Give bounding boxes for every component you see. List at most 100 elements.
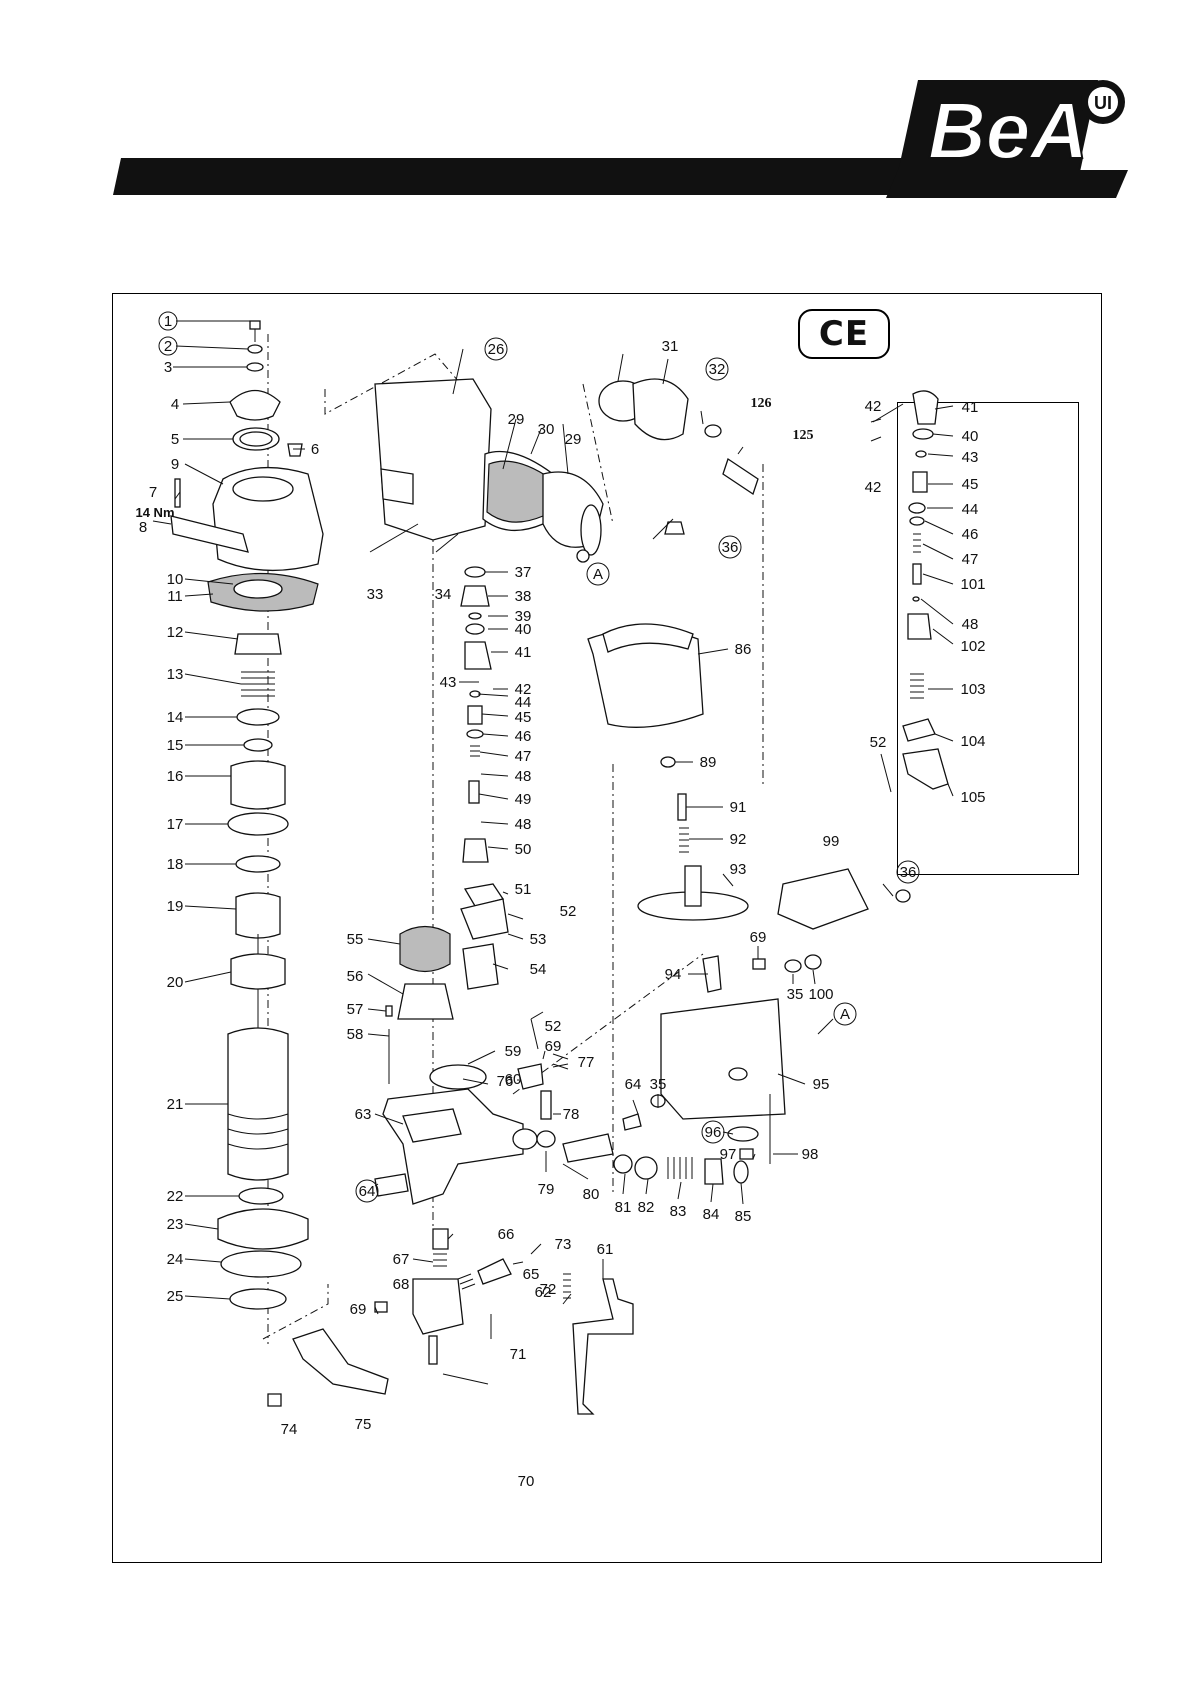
part-57-ring bbox=[385, 1005, 393, 1017]
callout-65: 65 bbox=[523, 1266, 540, 1283]
callout-6: 6 bbox=[311, 441, 319, 458]
part-36-nut bbox=[664, 521, 685, 535]
callout-69: 69 bbox=[350, 1301, 367, 1318]
part-59-o-ring bbox=[429, 1064, 487, 1090]
callout-64b: 64 bbox=[625, 1076, 642, 1093]
callout-31: 31 bbox=[662, 338, 679, 355]
callout-12: 12 bbox=[167, 624, 184, 641]
part-37-o-ring bbox=[464, 566, 486, 578]
part-36b-nut bbox=[895, 889, 911, 903]
inset-callout-48: 48 bbox=[962, 616, 979, 633]
inset-callout-105: 105 bbox=[960, 789, 985, 806]
part-54-trigger-base bbox=[462, 943, 499, 990]
callout-96: 96 bbox=[705, 1124, 722, 1141]
part-63-bolt bbox=[402, 1108, 462, 1143]
exploded-parts-diagram: CE bbox=[112, 293, 1102, 1563]
header-band bbox=[113, 158, 1083, 195]
callout-26: 26 bbox=[488, 341, 505, 358]
part-34-pin bbox=[435, 533, 459, 553]
inset-part-45 bbox=[912, 471, 928, 493]
part-100-nut bbox=[804, 954, 822, 970]
callout-60: 60 bbox=[505, 1071, 522, 1088]
callout-10: 10 bbox=[167, 571, 184, 588]
part-18-o-ring bbox=[235, 855, 281, 873]
part-69b-nut bbox=[752, 958, 766, 970]
callout-23: 23 bbox=[167, 1216, 184, 1233]
part-64-screw bbox=[374, 1173, 409, 1197]
inset-part-101 bbox=[912, 563, 922, 585]
callout-35b: 35 bbox=[787, 986, 804, 1003]
inset-callout-104: 104 bbox=[960, 733, 985, 750]
part-47-spring bbox=[470, 745, 480, 757]
part-77-spring bbox=[552, 1053, 569, 1070]
callout-70-label: 70 bbox=[518, 1473, 535, 1490]
part-96-bracket bbox=[727, 1126, 759, 1142]
ce-mark: CE bbox=[798, 309, 890, 359]
callout-85: 85 bbox=[735, 1208, 752, 1225]
part-6-plug bbox=[287, 443, 303, 457]
brand-badge: UI bbox=[1094, 93, 1112, 113]
callout-5: 5 bbox=[171, 431, 179, 448]
part-3-o-ring bbox=[246, 362, 264, 372]
part-17-o-ring bbox=[227, 812, 289, 836]
callout-22: 22 bbox=[167, 1188, 184, 1205]
part-92-spring bbox=[679, 827, 689, 853]
callout-13: 13 bbox=[167, 666, 184, 683]
part-32-end-cap bbox=[632, 378, 689, 441]
part-15-ring bbox=[243, 738, 273, 752]
reference-marker-a2: A bbox=[840, 1006, 850, 1023]
part-91-pin bbox=[677, 793, 687, 821]
callout-100: 100 bbox=[808, 986, 833, 1003]
inset-callout-101: 101 bbox=[960, 576, 985, 593]
callout-126: 126 bbox=[751, 396, 772, 411]
callout-4: 4 bbox=[171, 396, 179, 413]
callout-51: 51 bbox=[515, 881, 532, 898]
part-2-washer bbox=[247, 344, 263, 354]
callout-48b: 48 bbox=[515, 816, 532, 833]
part-81-o-ring bbox=[613, 1154, 633, 1174]
part-66-pin bbox=[432, 1228, 449, 1250]
part-99-magazine-cover bbox=[777, 868, 869, 930]
part-41-valve-body bbox=[464, 641, 492, 670]
callout-36: 36 bbox=[722, 539, 739, 556]
part-39-o-ring bbox=[468, 612, 482, 620]
callout-89: 89 bbox=[700, 754, 717, 771]
diagram-drawing: 1 2 3 4 5 6 7 14 Nm 8 9 10 11 12 13 14 1… bbox=[135, 311, 986, 1490]
part-14-o-ring bbox=[236, 708, 280, 726]
part-26-housing bbox=[374, 378, 492, 541]
callout-2: 2 bbox=[164, 338, 172, 355]
callout-76: 76 bbox=[497, 1073, 514, 1090]
callout-79: 79 bbox=[538, 1181, 555, 1198]
callout-74: 74 bbox=[281, 1421, 298, 1438]
callout-48: 48 bbox=[515, 768, 532, 785]
part-20-bumper bbox=[230, 953, 286, 990]
part-22-o-ring bbox=[238, 1187, 284, 1205]
callout-19: 19 bbox=[167, 898, 184, 915]
callout-80: 80 bbox=[583, 1186, 600, 1203]
callout-59: 59 bbox=[505, 1043, 522, 1060]
inset-part-52 bbox=[880, 753, 892, 793]
callout-9: 9 bbox=[171, 456, 179, 473]
part-46-o-ring bbox=[466, 729, 484, 739]
callout-83: 83 bbox=[670, 1203, 687, 1220]
part-4-cap bbox=[229, 389, 281, 421]
inset-part-105 bbox=[902, 748, 949, 790]
part-73-lever bbox=[477, 1258, 512, 1285]
callout-52: 52 bbox=[560, 903, 577, 920]
callout-3: 3 bbox=[164, 359, 172, 376]
callout-93: 93 bbox=[730, 861, 747, 878]
callout-11: 11 bbox=[167, 588, 183, 605]
part-78-pin bbox=[540, 1090, 552, 1120]
callout-46: 46 bbox=[515, 728, 532, 745]
part-23-bumper-seat bbox=[217, 1208, 309, 1250]
callout-67: 67 bbox=[393, 1251, 410, 1268]
part-7-bolt bbox=[174, 478, 181, 508]
part-79-o-ring bbox=[536, 1130, 556, 1148]
inset-part-43 bbox=[915, 450, 927, 458]
callout-82: 82 bbox=[638, 1199, 655, 1216]
part-94-pawl bbox=[702, 955, 722, 993]
part-45-valve-stem bbox=[467, 705, 483, 725]
part-16-piston-guide bbox=[230, 760, 286, 810]
callout-58: 58 bbox=[347, 1026, 364, 1043]
part-8-hook bbox=[170, 515, 249, 553]
